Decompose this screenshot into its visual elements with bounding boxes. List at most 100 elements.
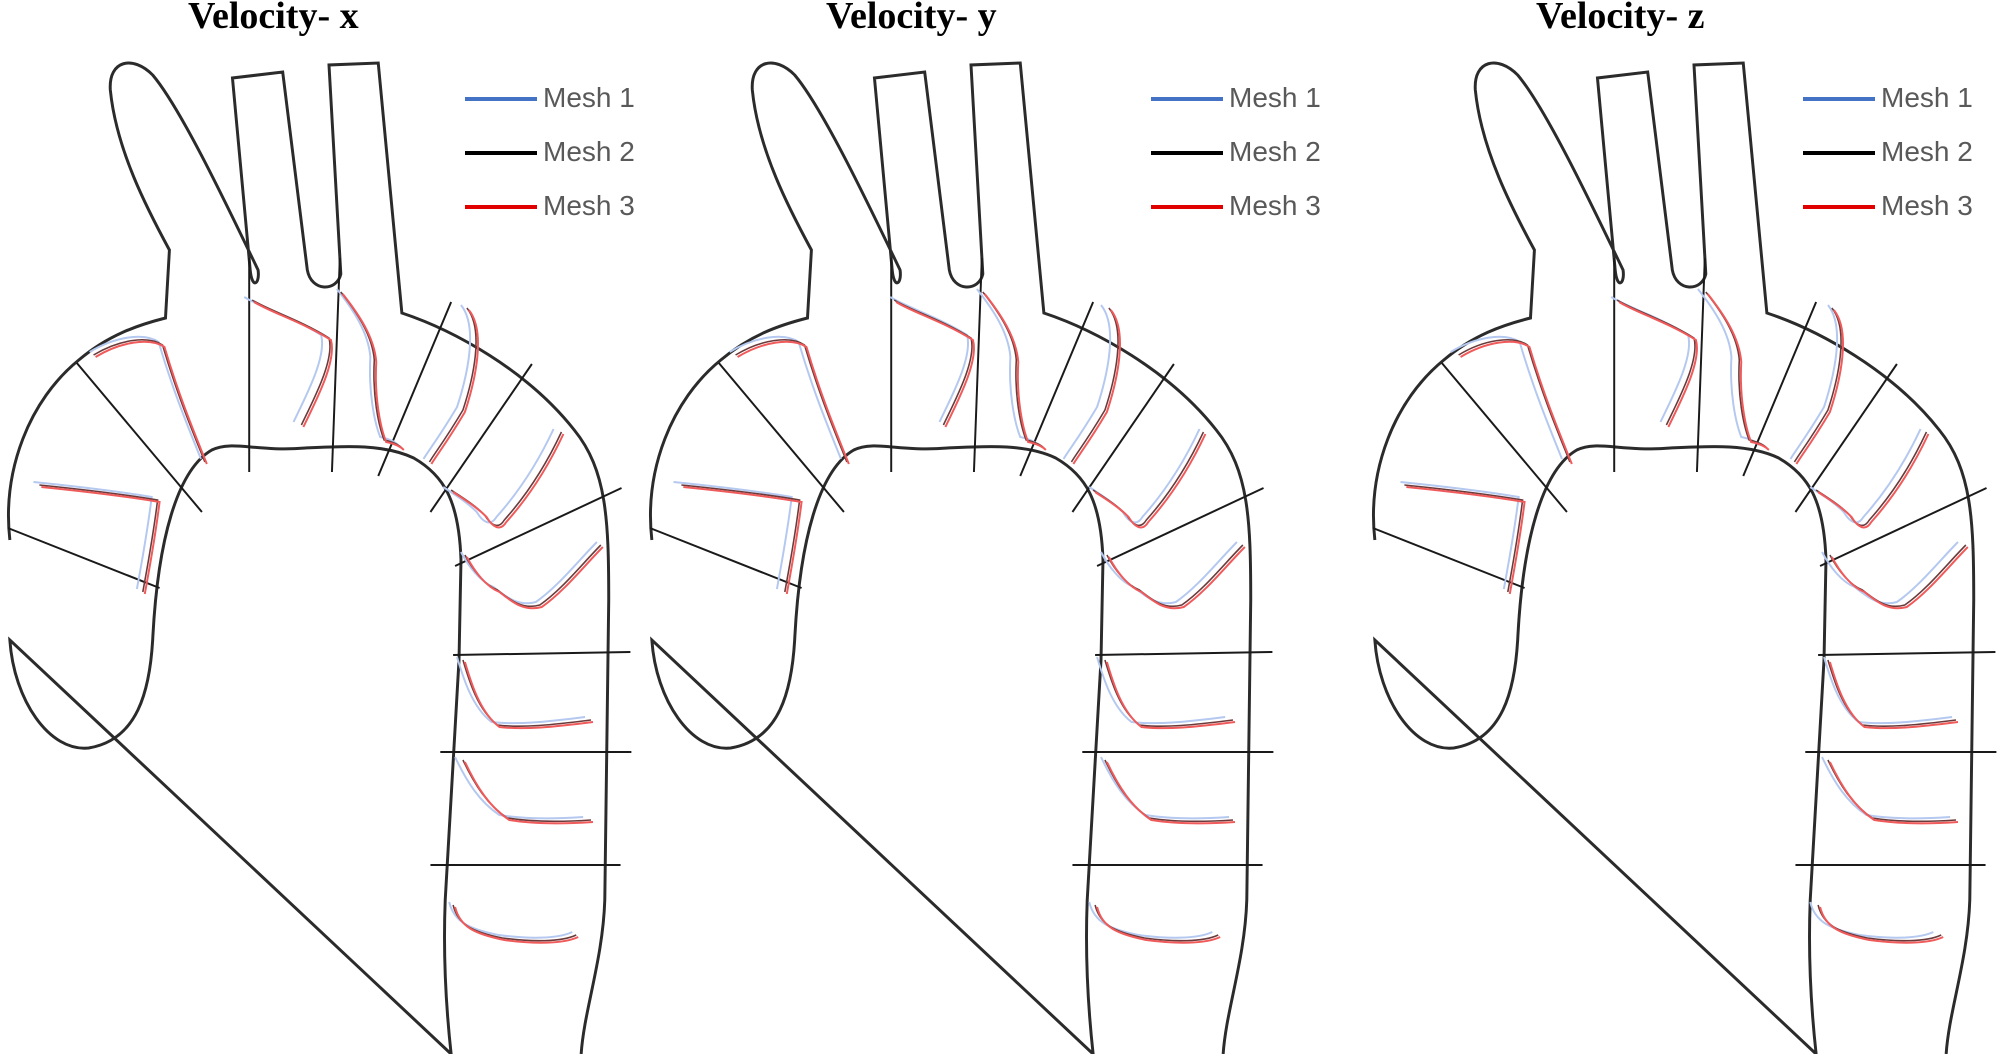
profile-mesh-2: [462, 659, 592, 727]
legend-swatch: [1151, 151, 1223, 155]
profile-mesh-3: [1460, 340, 1573, 465]
profile-mesh-1: [422, 304, 472, 460]
profile-mesh-1: [33, 481, 153, 590]
panel-velocity-z: Velocity- z Mesh 1 Mesh 2 Mesh 3: [1365, 0, 2008, 1054]
legend-item-mesh-1: Mesh 1: [465, 78, 705, 118]
profile-mesh-2: [39, 484, 159, 593]
profile-mesh-3: [1831, 546, 1969, 610]
profile-mesh-1: [336, 288, 399, 446]
legend-label: Mesh 1: [1881, 82, 1973, 113]
profile-mesh-2: [1106, 544, 1244, 608]
profile-mesh-2: [428, 307, 477, 463]
profile-mesh-3: [1819, 906, 1944, 944]
legend-label: Mesh 3: [1229, 190, 1321, 221]
legend-swatch: [1803, 205, 1875, 209]
vessel-outline: [649, 61, 1253, 1054]
section-line: [454, 487, 622, 567]
profile-mesh-2: [1827, 659, 1957, 727]
legend-swatch: [1151, 205, 1223, 209]
panel-velocity-y: Velocity- y Mesh 1 Mesh 2 Mesh 3: [642, 0, 1321, 1054]
profile-mesh-3: [1105, 661, 1236, 730]
profile-mesh-1: [454, 756, 584, 820]
profile-mesh-2: [1827, 759, 1957, 823]
legend-label: Mesh 3: [1881, 190, 1973, 221]
profile-mesh-1: [1062, 304, 1112, 460]
section-line: [1019, 301, 1095, 477]
legend-item-mesh-1: Mesh 1: [1803, 78, 2008, 118]
profile-mesh-2: [1815, 431, 1928, 527]
profile-mesh-3: [1828, 661, 1959, 730]
section-line: [330, 257, 341, 473]
profile-mesh-1: [1450, 335, 1563, 460]
profile-mesh-2: [340, 291, 403, 449]
profile-mesh-2: [1070, 307, 1119, 463]
profile-mesh-3: [466, 546, 604, 610]
profile-mesh-3: [95, 340, 208, 465]
profile-mesh-1: [1809, 901, 1934, 939]
profile-mesh-3: [1817, 433, 1930, 529]
section-line: [1818, 651, 1996, 656]
legend-item-mesh-2: Mesh 2: [465, 132, 705, 172]
section-line: [76, 362, 203, 513]
legend-swatch: [465, 97, 537, 101]
profile-mesh-3: [1108, 546, 1246, 610]
profile-mesh-3: [1406, 486, 1526, 595]
profile-mesh-3: [342, 293, 405, 451]
panel-velocity-x: Velocity- x Mesh 1 Mesh 2 Mesh 3: [0, 0, 660, 1054]
profile-mesh-1: [1821, 756, 1951, 820]
profile-mesh-2: [735, 339, 848, 463]
profile-mesh-2: [1404, 484, 1524, 593]
profile-mesh-2: [1458, 339, 1571, 463]
profile-mesh-3: [253, 301, 333, 428]
profile-mesh-1: [448, 901, 573, 939]
section-line: [453, 651, 631, 656]
profile-mesh-2: [464, 544, 602, 608]
profile-mesh-3: [1829, 761, 1959, 825]
profile-mesh-3: [1072, 309, 1121, 465]
profile-mesh-3: [464, 761, 594, 825]
panel-title: Velocity- x: [188, 0, 359, 37]
legend-label: Mesh 3: [543, 190, 635, 221]
profile-mesh-3: [1618, 301, 1698, 428]
legend-item-mesh-3: Mesh 3: [465, 186, 705, 226]
legend-swatch: [1803, 97, 1875, 101]
profile-mesh-3: [1795, 309, 1844, 465]
legend-item-mesh-3: Mesh 3: [1803, 186, 2008, 226]
profile-mesh-1: [976, 288, 1039, 446]
profile-mesh-1: [89, 335, 202, 460]
profile-mesh-2: [1104, 759, 1234, 823]
aorta-diagram: [1372, 61, 1997, 1054]
legend-item-mesh-1: Mesh 1: [1151, 78, 1391, 118]
legend-item-mesh-2: Mesh 2: [1803, 132, 2008, 172]
profile-mesh-1: [1400, 481, 1520, 590]
profile-mesh-2: [982, 291, 1045, 449]
profile-mesh-1: [673, 481, 793, 590]
legend-item-mesh-3: Mesh 3: [1151, 186, 1391, 226]
section-line: [649, 527, 802, 589]
section-line: [1441, 362, 1568, 513]
aorta-group: [1372, 61, 1997, 1054]
profile-mesh-3: [984, 293, 1047, 451]
profile-mesh-3: [1094, 433, 1207, 529]
aorta-diagram: [649, 61, 1274, 1054]
legend-label: Mesh 2: [1881, 136, 1973, 167]
section-line: [377, 301, 453, 477]
profile-mesh-2: [681, 484, 801, 593]
profile-mesh-3: [430, 309, 479, 465]
section-line: [1742, 301, 1818, 477]
profile-mesh-1: [460, 541, 598, 605]
section-line: [1096, 487, 1264, 567]
profile-mesh-2: [1793, 307, 1842, 463]
aorta-group: [649, 61, 1274, 1054]
legend-swatch: [1151, 97, 1223, 101]
legend-swatch: [1803, 151, 1875, 155]
profile-mesh-1: [1096, 656, 1226, 725]
legend-label: Mesh 1: [543, 82, 635, 113]
profile-mesh-3: [1096, 906, 1221, 944]
profile-mesh-1: [1697, 288, 1760, 446]
section-line: [1372, 527, 1525, 589]
profile-mesh-3: [737, 340, 850, 465]
profile-mesh-1: [1809, 428, 1922, 524]
profile-mesh-3: [1106, 761, 1236, 825]
legend-label: Mesh 2: [1229, 136, 1321, 167]
